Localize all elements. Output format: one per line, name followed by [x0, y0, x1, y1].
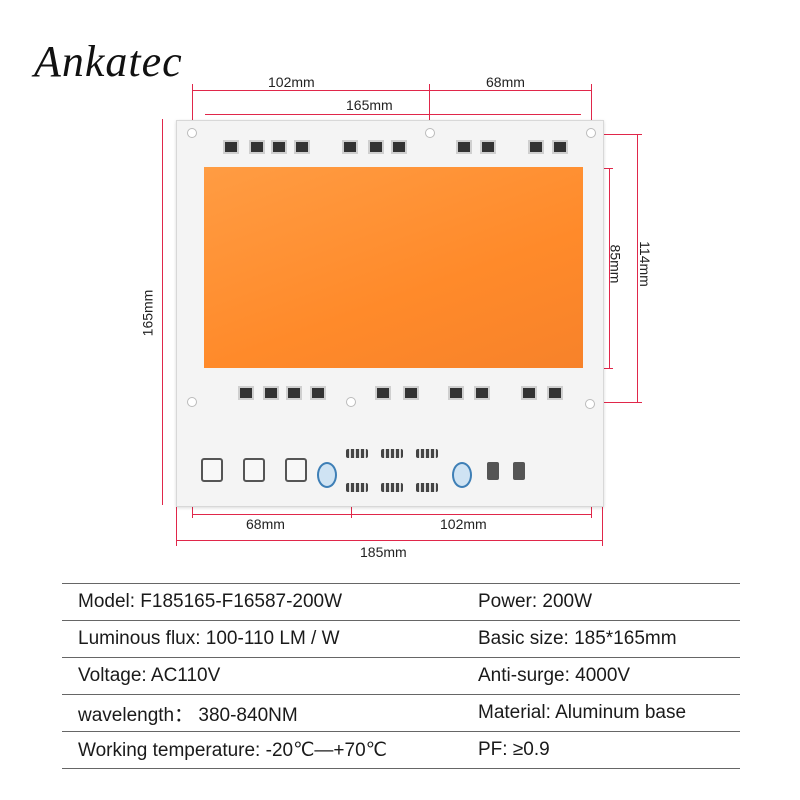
dimension-label-top-right: 68mm	[486, 74, 525, 90]
dimension-line-bottom	[192, 514, 592, 515]
dimension-line-bottom-overall	[176, 540, 603, 541]
table-row: Model: F185165-F16587-200W Power: 200W	[62, 583, 740, 621]
smd-chip	[342, 140, 358, 154]
resistor	[346, 483, 368, 492]
bridge-component	[243, 458, 265, 482]
spec-wavelength: wavelength： 380-840NM	[62, 694, 478, 732]
spec-pf: PF: ≥0.9	[478, 731, 740, 769]
mounting-hole	[585, 399, 595, 409]
mounting-hole	[425, 128, 435, 138]
mounting-hole	[187, 128, 197, 138]
smd-chip	[294, 140, 310, 154]
brand-logo: Ankatec	[34, 37, 183, 86]
spec-luminous-flux: Luminous flux: 100-110 LM / W	[62, 620, 478, 658]
dimension-tick	[176, 500, 177, 546]
dimension-label-bottom-right: 102mm	[440, 516, 487, 532]
led-emitter-area	[204, 167, 583, 368]
smd-chip	[271, 140, 287, 154]
spec-material: Material: Aluminum base	[478, 694, 740, 732]
smd-chip	[456, 140, 472, 154]
dimension-line-right-inner	[609, 168, 610, 368]
spec-working-temperature: Working temperature: -20℃—+70℃	[62, 731, 478, 769]
smd-chip	[552, 140, 568, 154]
table-row: Luminous flux: 100-110 LM / W Basic size…	[62, 620, 740, 658]
smd-chip	[368, 140, 384, 154]
spec-voltage: Voltage: AC110V	[62, 657, 478, 695]
resistor	[416, 483, 438, 492]
resistor	[346, 449, 368, 458]
capacitor	[452, 462, 472, 488]
smd-chip	[263, 386, 279, 400]
resistor	[381, 483, 403, 492]
table-row: Working temperature: -20℃—+70℃ PF: ≥0.9	[62, 731, 740, 769]
dimension-label-top-overall: 165mm	[346, 97, 393, 113]
mounting-hole	[346, 397, 356, 407]
dimension-label-bottom-left: 68mm	[246, 516, 285, 532]
spec-power: Power: 200W	[478, 583, 740, 621]
spec-table: Model: F185165-F16587-200W Power: 200W L…	[62, 583, 740, 769]
smd-chip	[528, 140, 544, 154]
smd-chip	[547, 386, 563, 400]
dimension-line-top	[192, 90, 592, 91]
smd-chip	[238, 386, 254, 400]
dimension-tick	[602, 500, 603, 546]
smd-chip	[521, 386, 537, 400]
spec-model: Model: F185165-F16587-200W	[62, 583, 478, 621]
smd-chip	[223, 140, 239, 154]
table-row: Voltage: AC110V Anti-surge: 4000V	[62, 657, 740, 695]
table-row: wavelength： 380-840NM Material: Aluminum…	[62, 694, 740, 732]
bridge-component	[201, 458, 223, 482]
mounting-hole	[586, 128, 596, 138]
dimension-label-right-inner: 85mm	[607, 244, 624, 284]
dimension-label-right-outer: 114mm	[636, 241, 653, 287]
smd-chip	[249, 140, 265, 154]
spec-basic-size: Basic size: 185*165mm	[478, 620, 740, 658]
capacitor	[317, 462, 337, 488]
mounting-hole	[187, 397, 197, 407]
smd-chip	[391, 140, 407, 154]
dimension-tick	[596, 134, 642, 135]
smd-chip	[286, 386, 302, 400]
smd-chip	[310, 386, 326, 400]
dimension-line-right-outer	[637, 134, 638, 402]
connector	[513, 462, 525, 480]
dimension-label-top-left: 102mm	[268, 74, 315, 90]
smd-chip	[474, 386, 490, 400]
smd-chip	[448, 386, 464, 400]
dimension-tick	[429, 84, 430, 128]
smd-chip	[375, 386, 391, 400]
dimension-line-left	[162, 119, 163, 505]
connector	[487, 462, 499, 480]
dimension-label-left: 165mm	[139, 289, 156, 337]
resistor	[416, 449, 438, 458]
dimension-tick	[192, 84, 193, 124]
dimension-tick	[596, 402, 642, 403]
spec-anti-surge: Anti-surge: 4000V	[478, 657, 740, 695]
dimension-line-top-inner	[205, 114, 581, 115]
dimension-label-bottom-overall: 185mm	[360, 544, 407, 560]
resistor	[381, 449, 403, 458]
dimension-tick	[591, 84, 592, 124]
smd-chip	[480, 140, 496, 154]
bridge-component	[285, 458, 307, 482]
smd-chip	[403, 386, 419, 400]
